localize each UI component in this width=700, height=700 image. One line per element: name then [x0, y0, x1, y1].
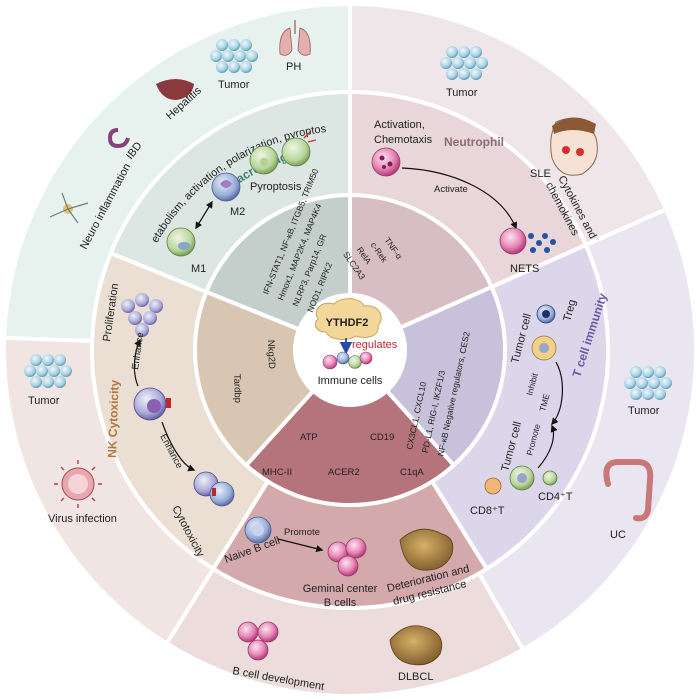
bcell-promote-label: Promote [284, 527, 320, 538]
cd8-tcell-icon [484, 477, 502, 495]
pyroptosis-cells-icon [249, 131, 317, 175]
deterioration-cell-icon [399, 528, 454, 571]
geminal-label-line2: B cells [324, 597, 357, 609]
sle-face-icon [550, 117, 598, 176]
liver-icon [156, 79, 194, 100]
disease-tumor-macrophage: Tumor [218, 79, 250, 91]
promote-arrow [537, 424, 558, 469]
virus-icon [54, 460, 102, 508]
neutrophil-activation-line2: Chemotaxis [374, 134, 433, 146]
disease-virus-infection: Virus infection [48, 513, 117, 525]
m2-label: M2 [230, 206, 245, 218]
center-hub: YTHDF2 regulates Immune cells [294, 294, 406, 406]
bcell-target-3: ACER2 [328, 467, 360, 478]
nk-cluster-icon [121, 293, 163, 337]
disease-tumor-nk: Tumor [28, 395, 60, 407]
nk-cell-icon [133, 387, 171, 421]
disease-tumor-neutrophil: Tumor [446, 87, 478, 99]
tcell-tumor-cell-icon-2 [509, 465, 535, 491]
dlbcl-cell-icon [389, 625, 443, 666]
bcell-target-1: CD19 [370, 432, 394, 443]
m2-macrophage-icon [211, 172, 241, 202]
enhance-proliferation-arrow [133, 338, 141, 387]
cd8-label: CD8⁺T [470, 505, 505, 517]
nets-icon [499, 227, 556, 255]
cd4-tcell-icon [542, 470, 558, 486]
tcell-tumor-cell-icon-1 [531, 335, 557, 361]
treg-cell-icon [536, 304, 556, 324]
cd4-label: CD4⁺T [538, 491, 573, 503]
bcell-promote-arrow [277, 538, 324, 553]
tumor-cluster-icon-nk [24, 354, 72, 388]
tumor-cluster-icon-macrophage [210, 39, 258, 73]
neutrophil-cell-icon [371, 147, 401, 177]
disease-tumor-tcell: Tumor [628, 405, 660, 417]
pyroptosis-label: Pyroptosis [250, 181, 302, 193]
disease-sle: SLE [530, 168, 551, 180]
bcell-target-0: ATP [300, 432, 318, 443]
neuron-icon [49, 192, 89, 224]
nk-target-0: Nkg2D [265, 340, 277, 370]
disease-uc: UC [610, 529, 626, 541]
tumor-cluster-icon-tcell [624, 366, 672, 400]
activate-arrow [401, 167, 518, 230]
bcell-target-4: C1qA [400, 467, 424, 478]
immune-cells-cluster-icon [322, 351, 373, 370]
m1-m2-arrow [195, 200, 213, 230]
geminal-center-bcells-icon [327, 537, 367, 577]
neutrophil-title: Neutrophil [444, 135, 504, 149]
center-gene-label: YTHDF2 [326, 317, 369, 329]
cytotoxicity-cells-icon [193, 471, 235, 507]
center-target-label: Immune cells [318, 375, 383, 387]
geminal-label-line1: Geminal center [303, 583, 378, 595]
colon-icon [603, 459, 654, 522]
disease-ph: PH [286, 61, 301, 73]
activate-label: Activate [434, 184, 468, 195]
treg-label: Treg [561, 298, 578, 323]
lungs-icon [279, 20, 311, 56]
bcell-targets-block: ATP CD19 MHC-II ACER2 C1qA [262, 432, 424, 478]
nk-target-1: Tardbp [231, 374, 243, 403]
inhibit-arrow [551, 361, 563, 426]
tme-label: TME [537, 392, 551, 412]
bcell-target-2: MHC-II [262, 467, 292, 478]
naive-bcell-icon [244, 516, 272, 544]
intestine-icon [107, 128, 130, 149]
bcell-development-icon [237, 621, 279, 661]
tumor-cluster-icon-neutrophil [440, 46, 488, 80]
m1-macrophage-icon [166, 227, 196, 257]
disease-dlbcl: DLBCL [398, 671, 433, 683]
neutrophil-activation-line1: Activation, [374, 119, 425, 131]
nk-title: NK Cytoxicity [105, 379, 122, 458]
m1-label: M1 [191, 263, 206, 275]
center-verb-label: regulates [352, 339, 398, 351]
enhance-cytotoxicity-arrow [161, 421, 196, 472]
ythdf2-protein-shape [314, 298, 382, 340]
nets-label: NETS [510, 263, 539, 275]
